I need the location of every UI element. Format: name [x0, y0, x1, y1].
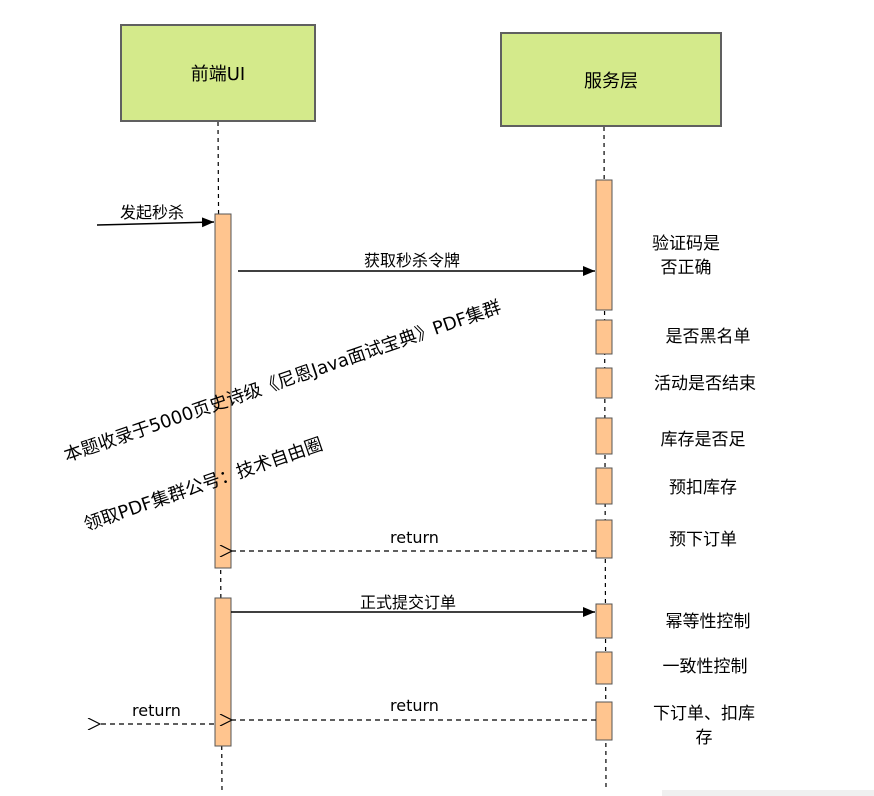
service-activation-captcha	[595, 179, 613, 311]
note-pre-order: 预下订单	[669, 530, 737, 550]
return-label-3: return	[132, 701, 181, 720]
service-activation-idempotent	[595, 603, 613, 639]
service-activation-preorder	[595, 519, 613, 559]
service-activation-order	[595, 701, 613, 741]
frontend-ui-box: 前端UI	[120, 24, 316, 122]
note-order-line2: 存	[695, 728, 713, 748]
return-label-1: return	[390, 528, 439, 547]
frontend-activation-1	[214, 213, 232, 569]
service-activation-stock	[595, 417, 613, 455]
service-lifeline	[603, 126, 607, 789]
start-seckill-label: 发起秒杀	[120, 203, 185, 222]
note-order: 下订单、扣库 存	[636, 702, 772, 750]
service-activation-activity	[595, 367, 613, 399]
formal-submit-label: 正式提交订单	[360, 593, 457, 612]
note-captcha: 验证码是 否正确	[640, 232, 732, 280]
service-activation-prededuct	[595, 467, 613, 505]
return-label-2: return	[390, 696, 439, 715]
note-idempotent: 幂等性控制	[665, 612, 751, 632]
service-activation-consistency	[595, 651, 613, 685]
service-layer-box: 服务层	[500, 32, 722, 127]
note-stock-enough: 库存是否足	[660, 430, 746, 450]
note-order-line1: 下订单、扣库	[653, 704, 755, 724]
service-layer-label: 服务层	[584, 70, 638, 92]
frontend-ui-label: 前端UI	[190, 64, 246, 85]
note-blacklist: 是否黑名单	[665, 327, 751, 347]
note-activity-end: 活动是否结束	[654, 374, 756, 394]
frontend-activation-2	[214, 597, 232, 747]
note-pre-deduct: 预扣库存	[669, 478, 737, 498]
note-consistency: 一致性控制	[662, 657, 748, 677]
service-activation-blacklist	[595, 319, 613, 355]
note-captcha-line1: 验证码是	[652, 234, 720, 254]
note-captcha-line2: 否正确	[660, 258, 712, 278]
get-token-label: 获取秒杀令牌	[364, 251, 461, 270]
start-seckill-arrow	[96, 217, 215, 228]
bottom-edge-bar	[662, 790, 874, 796]
